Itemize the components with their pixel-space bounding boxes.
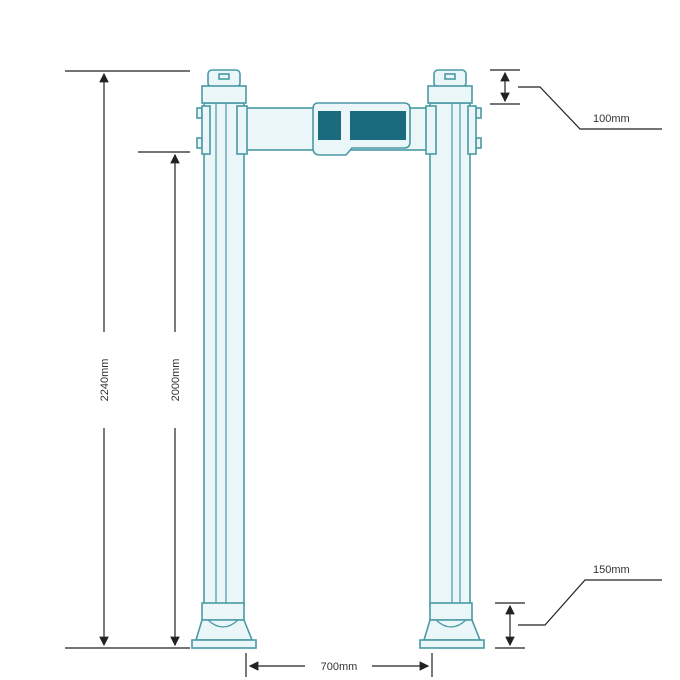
- label-2240: 2240mm: [99, 359, 111, 402]
- dimension-total-height: 2240mm: [65, 70, 190, 649]
- label-100: 100mm: [593, 113, 630, 125]
- display-large: [350, 111, 406, 140]
- display-small: [318, 111, 341, 140]
- right-pillar: [419, 69, 485, 649]
- dimension-passage-height: 2000mm: [138, 151, 190, 647]
- crossbar: [243, 102, 435, 156]
- dimension-top-cap: 100mm: [490, 69, 662, 130]
- label-150: 150mm: [593, 564, 630, 576]
- dimension-passage-width: 700mm: [245, 653, 433, 677]
- left-pillar: [191, 69, 257, 649]
- label-2000: 2000mm: [170, 359, 182, 402]
- label-700: 700mm: [321, 661, 358, 673]
- dimension-base: 150mm: [495, 564, 662, 649]
